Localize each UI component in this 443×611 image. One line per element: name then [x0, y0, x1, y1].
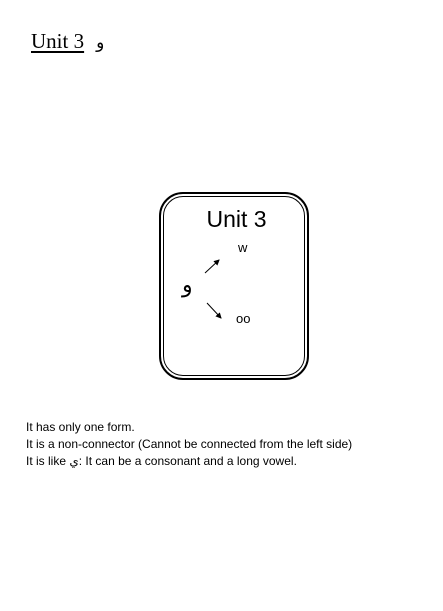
arrow-down-icon [206, 302, 222, 319]
sound-vowel: oo [236, 311, 251, 326]
letter-card-inner-frame [163, 196, 305, 376]
arrow-up-icon [204, 259, 220, 274]
note-line: It is like ي: It can be a consonant and … [26, 454, 297, 468]
note-line: It has only one form. [26, 420, 135, 434]
page-header: Unit 3 و [31, 29, 104, 54]
note-line: It is a non-connector (Cannot be connect… [26, 437, 353, 451]
page-title: Unit 3 [31, 29, 85, 53]
card-title: Unit 3 [0, 206, 443, 233]
notes: It has only one form. It is a non-connec… [26, 419, 352, 470]
card-title-text: Unit 3 [206, 206, 267, 232]
header-letter: و [96, 33, 105, 53]
letter-card-frame [159, 192, 309, 380]
sound-consonant: w [238, 240, 248, 255]
card-letter: و [182, 273, 193, 298]
